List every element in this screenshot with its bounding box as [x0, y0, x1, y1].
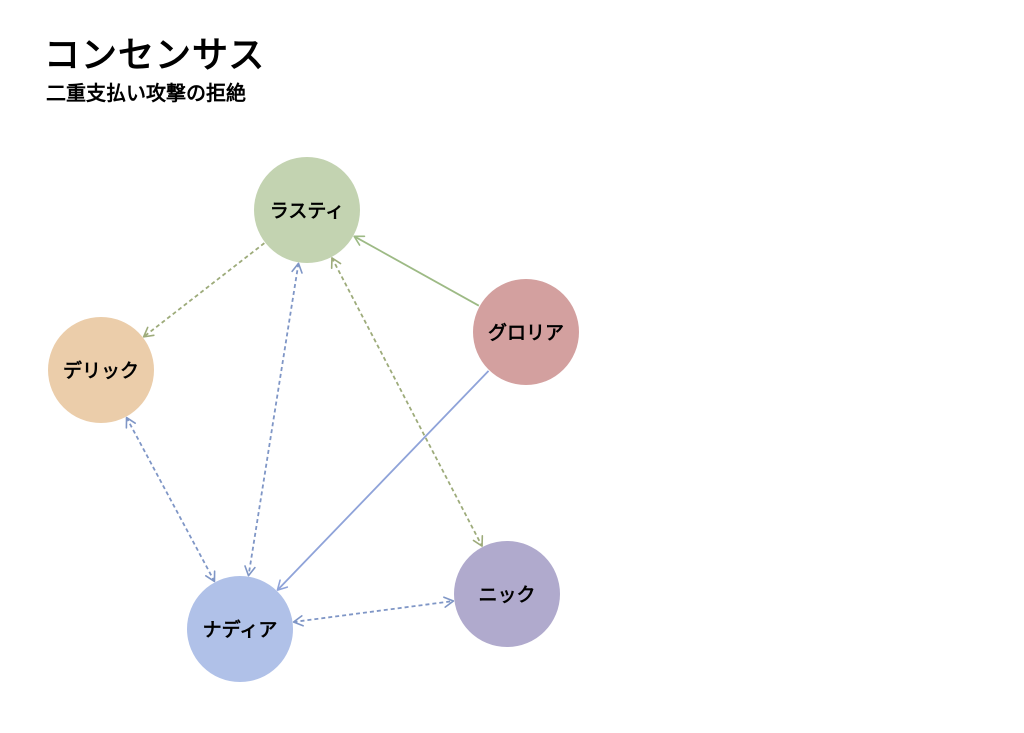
edge-line-rusty-nadia [247, 263, 300, 576]
node-circle-rusty [254, 157, 360, 263]
edge-rusty-nick [330, 257, 484, 547]
arrow-head-derek [142, 326, 155, 338]
node-circle-derek [48, 317, 154, 423]
edge-rusty-derek [142, 242, 265, 338]
arrow-head-nick [472, 535, 484, 547]
node-label-gloria: グロリア [488, 321, 564, 344]
edge-gloria-nadia [276, 370, 490, 591]
edge-derek-nadia [125, 416, 216, 583]
node-circle-nick [454, 541, 560, 647]
page-title: コンセンサス [44, 34, 266, 76]
node-label-rusty: ラスティ [270, 200, 344, 222]
node-circle-nadia [187, 576, 293, 682]
node-nick: ニック [454, 541, 560, 647]
edge-rusty-nadia [244, 262, 303, 577]
arrow-head-rusty [330, 257, 342, 269]
edge-line-gloria-nadia [276, 370, 490, 591]
node-label-nick: ニック [478, 584, 535, 606]
node-circle-gloria [473, 279, 579, 385]
arrow-head-nick [443, 596, 455, 608]
arrow-head-nadia [276, 579, 289, 591]
node-gloria: グロリア [473, 279, 579, 385]
edge-nadia-nick [292, 596, 455, 627]
node-rusty: ラスティ [254, 157, 360, 263]
arrow-head-rusty [353, 235, 366, 246]
arrow-head-rusty [291, 262, 303, 274]
arrow-head-nadia [205, 570, 216, 583]
page-subtitle: 二重支払い攻撃の拒絶 [46, 81, 246, 105]
edge-line-gloria-rusty [353, 235, 480, 307]
node-label-nadia: ナディア [203, 618, 278, 641]
edge-line-rusty-nick [331, 257, 483, 547]
arrow-head-nadia [292, 615, 304, 627]
edge-line-nadia-nick [293, 600, 454, 623]
arrow-head-nadia [244, 565, 256, 577]
edge-gloria-rusty [353, 235, 480, 307]
node-nadia: ナディア [187, 576, 293, 682]
node-derek: デリック [48, 317, 154, 423]
edge-line-derek-nadia [125, 417, 216, 582]
edge-line-rusty-derek [143, 242, 265, 338]
node-label-derek: デリック [63, 359, 139, 382]
edges-layer [125, 235, 490, 627]
arrow-head-derek [125, 416, 136, 429]
